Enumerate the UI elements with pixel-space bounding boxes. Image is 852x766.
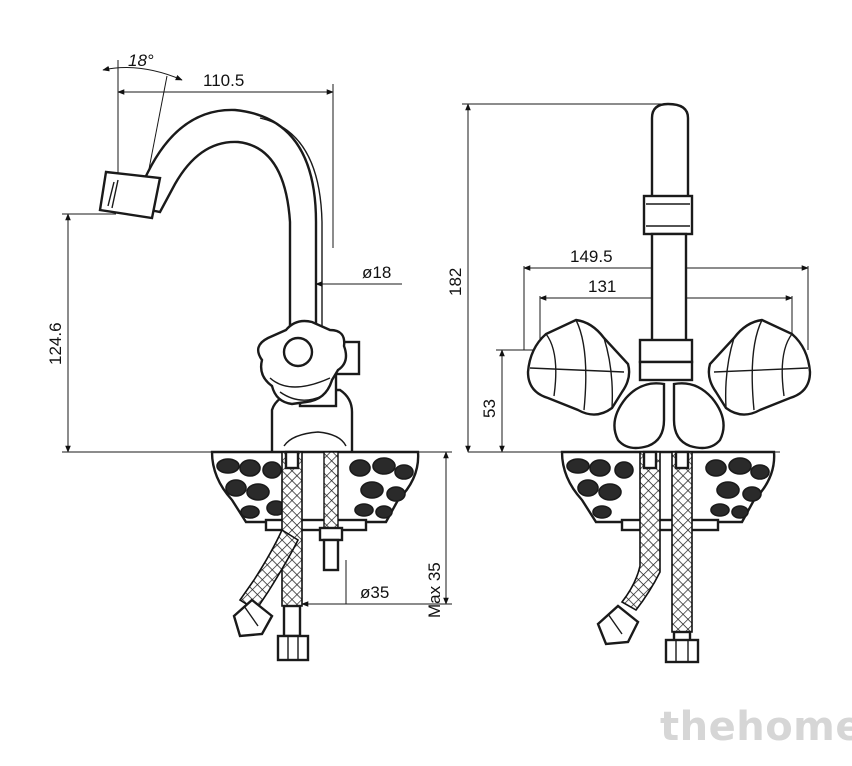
side-stone-base xyxy=(210,450,420,532)
fixing-stud xyxy=(318,451,344,572)
front-spout xyxy=(638,102,694,382)
watermark-logo: thehome xyxy=(660,704,852,750)
spout xyxy=(98,108,323,340)
angle-label: 18° xyxy=(128,51,154,70)
spout-diameter-dimension: ø18 xyxy=(315,263,402,287)
front-stone-base xyxy=(560,450,776,532)
side-hoses xyxy=(232,450,310,662)
total-height-label: 182 xyxy=(446,268,465,296)
base-diameter-label: ø35 xyxy=(360,583,389,602)
side-view: 18° 110.5 124.6 xyxy=(46,51,452,662)
reach-dimension: 110.5 xyxy=(117,71,334,248)
height-label: 124.6 xyxy=(46,322,65,365)
side-handle xyxy=(256,319,348,406)
front-handle-left xyxy=(526,318,631,416)
max-thickness-label: Max 35 xyxy=(425,562,444,618)
max-thickness-dimension: Max 35 xyxy=(378,451,452,618)
outer-width-label: 149.5 xyxy=(570,247,613,266)
front-handle-right xyxy=(707,318,812,416)
inner-width-label: 131 xyxy=(588,277,616,296)
handle-height-dimension: 53 xyxy=(480,349,536,453)
front-valve-body xyxy=(613,382,725,450)
reach-label: 110.5 xyxy=(203,71,244,90)
front-view: 182 53 149.5 131 xyxy=(446,102,812,664)
handle-height-label: 53 xyxy=(480,399,499,418)
spout-diameter-label: ø18 xyxy=(362,263,391,282)
front-hoses xyxy=(596,450,700,664)
height-dimension: 124.6 xyxy=(46,213,116,453)
base-diameter-dimension: ø35 xyxy=(301,560,406,607)
total-height-dimension: 182 xyxy=(446,103,668,453)
